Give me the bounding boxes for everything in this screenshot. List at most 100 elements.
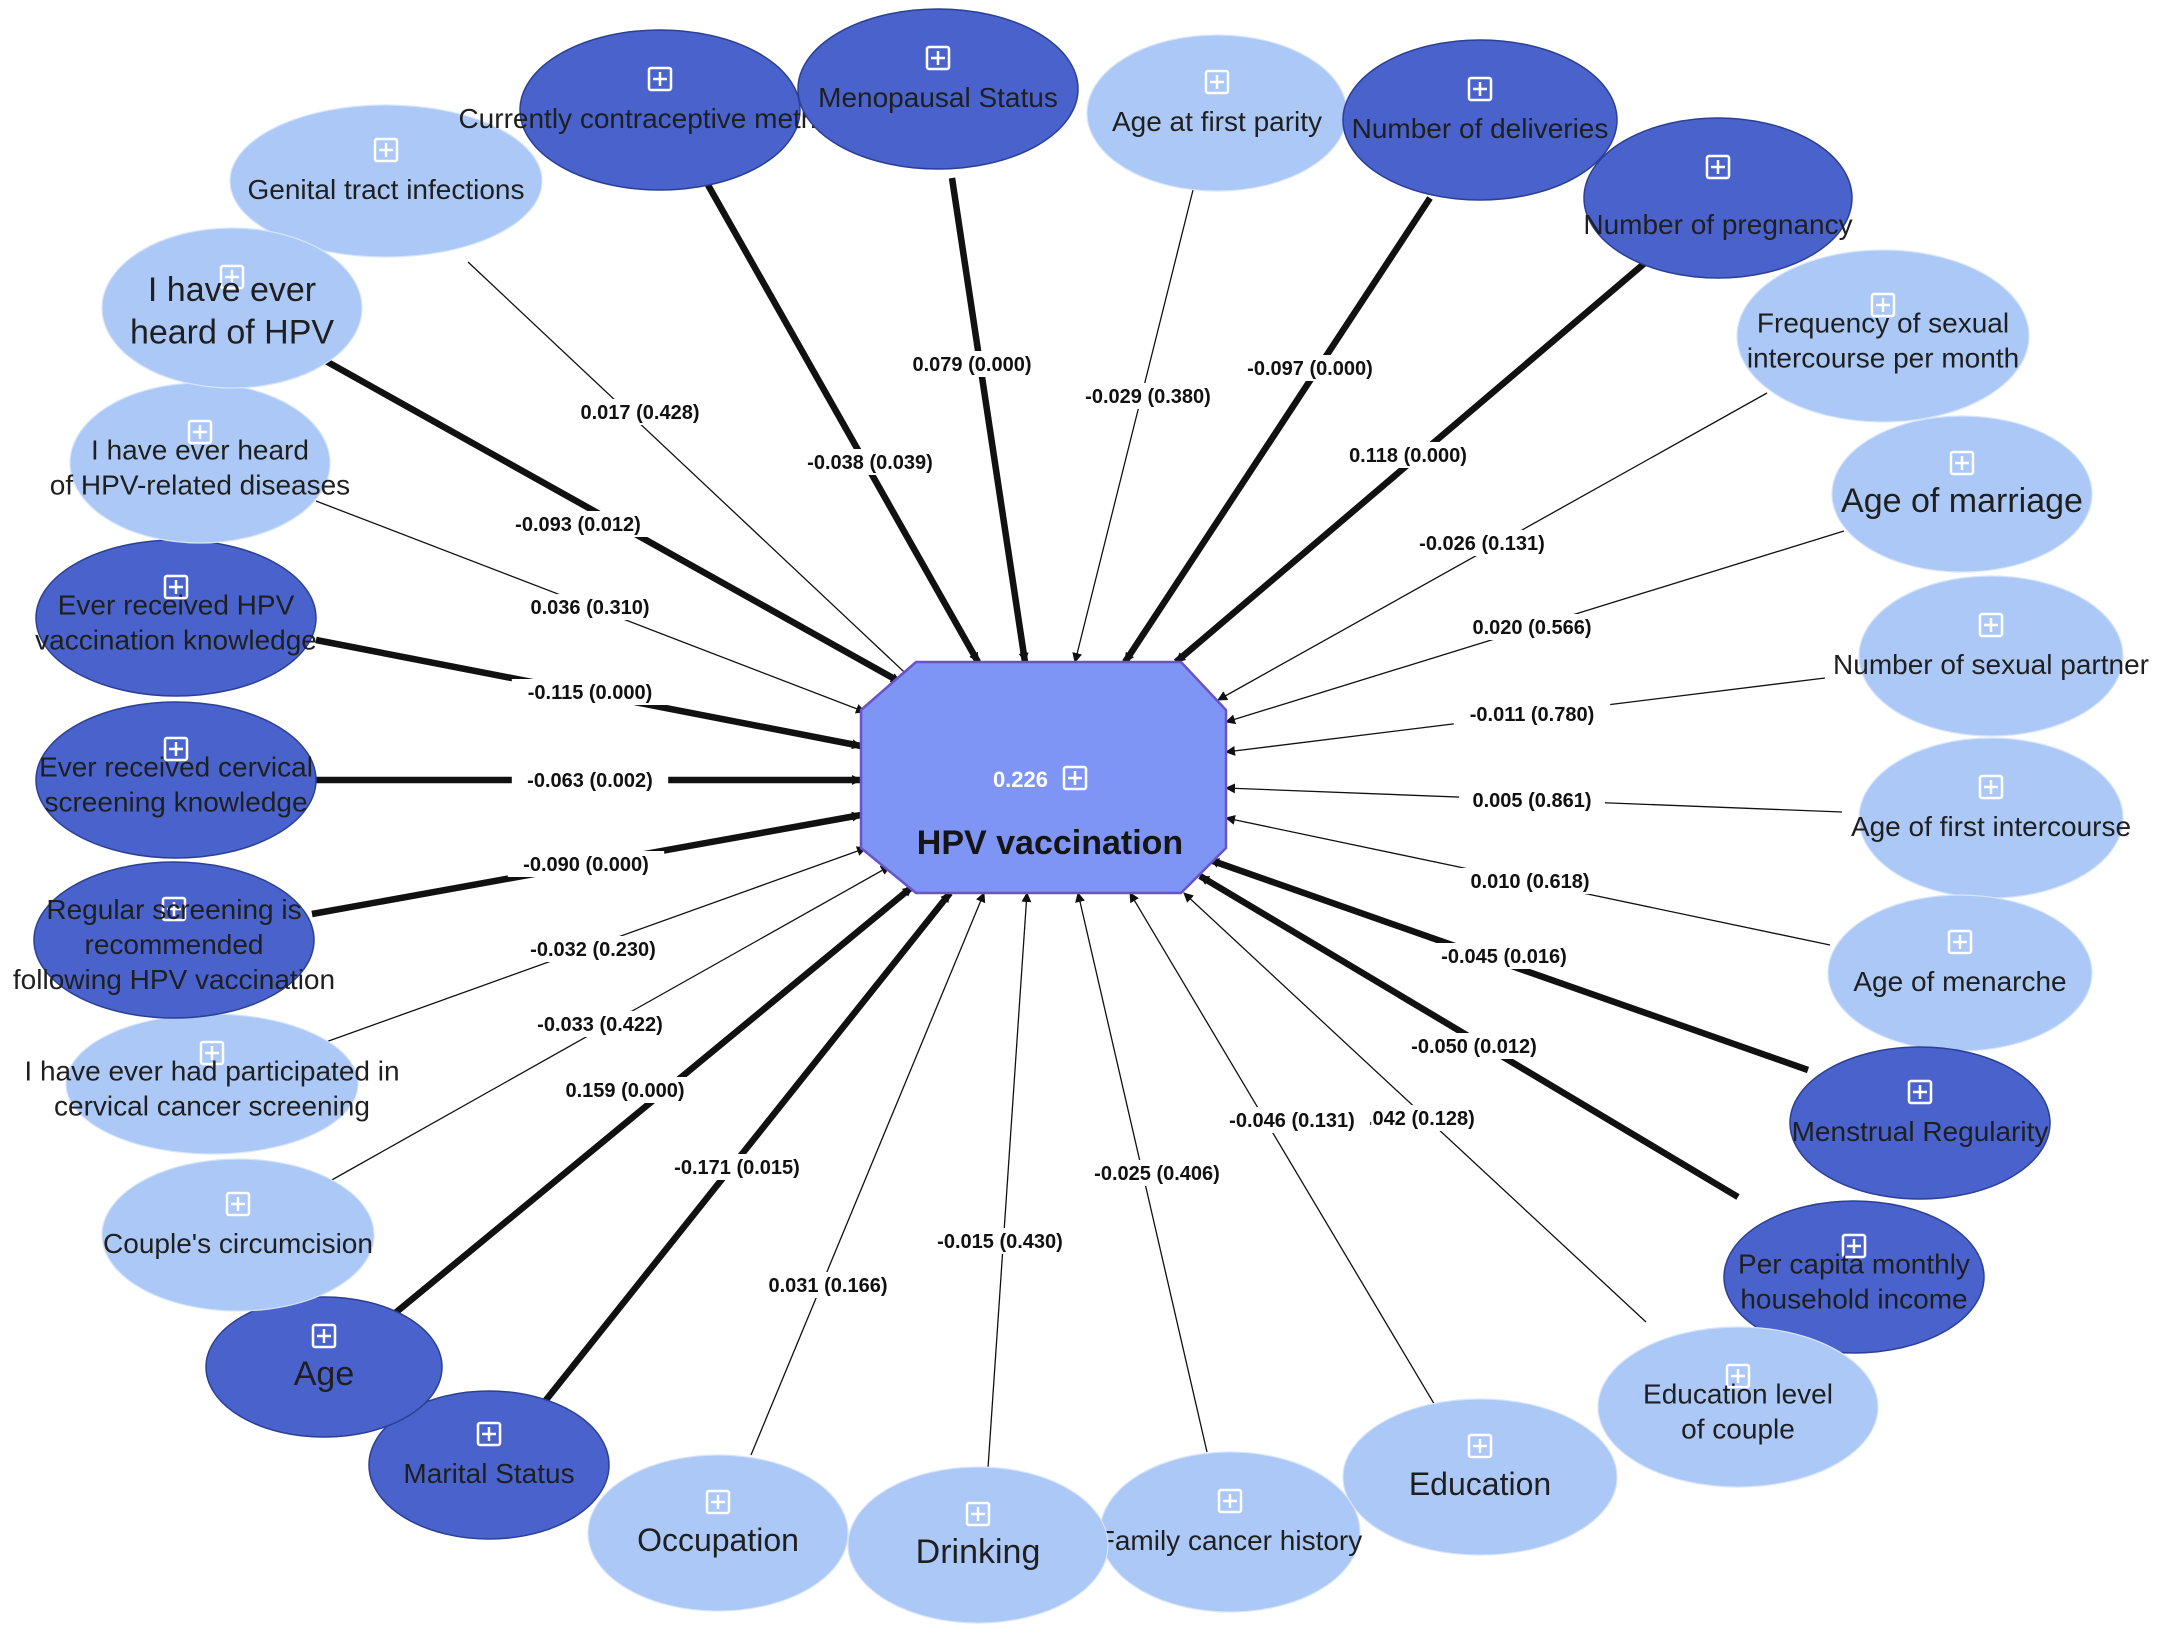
- node-label-line: Family cancer history: [1098, 1525, 1363, 1556]
- edge-coefficient-occupation: 0.031 (0.166): [769, 1275, 888, 1297]
- edge-coefficient-regular-screening-recommended: -0.090 (0.000): [523, 854, 649, 876]
- node-education[interactable]: Education: [1342, 1398, 1618, 1556]
- edge-label-background: [1395, 1033, 1553, 1059]
- expand-icon[interactable]: [1725, 1363, 1751, 1389]
- node-label-line: I have ever heard: [91, 435, 309, 466]
- edge-label-background: [1078, 1160, 1236, 1186]
- edge-coefficient-age-of-marriage: 0.020 (0.566): [1473, 617, 1592, 639]
- expand-icon[interactable]: [1705, 154, 1731, 180]
- expand-icon[interactable]: [163, 574, 189, 600]
- node-menstrual-regularity[interactable]: Menstrual Regularity: [1789, 1046, 2051, 1200]
- outcome-node-hpv-vaccination[interactable]: 0.226 HPV vaccination: [859, 660, 1228, 895]
- edge-label-background: [507, 851, 665, 877]
- expand-icon[interactable]: [373, 137, 399, 163]
- node-label-line: Menopausal Status: [818, 82, 1058, 113]
- edge-label-number-of-deliveries: -0.097 (0.000): [1231, 355, 1389, 381]
- node-regular-screening-recommended[interactable]: Regular screening isrecommendedfollowing…: [13, 861, 335, 1019]
- expand-icon[interactable]: [1467, 76, 1493, 102]
- expand-icon[interactable]: [1978, 774, 2004, 800]
- node-genital-tract-infections[interactable]: Genital tract infections: [229, 104, 543, 258]
- node-age[interactable]: Age: [205, 1296, 443, 1438]
- node-participated-in-cervical-cancer-screening[interactable]: I have ever had participated incervical …: [24, 1013, 400, 1155]
- expand-icon[interactable]: [199, 1040, 225, 1066]
- edge-label-background: [1069, 383, 1227, 409]
- node-label-line: vaccination knowledge: [35, 625, 317, 656]
- expand-icon[interactable]: [163, 736, 189, 762]
- edge-label-heard-of-hpv-related-diseases: 0.036 (0.310): [517, 594, 663, 620]
- expand-icon[interactable]: [219, 264, 245, 290]
- node-age-at-first-parity[interactable]: Age at first parity: [1086, 34, 1348, 192]
- node-occupation[interactable]: Occupation: [587, 1454, 849, 1612]
- node-label-line: of HPV-related diseases: [50, 470, 350, 501]
- expand-icon[interactable]: [925, 45, 951, 71]
- expand-icon[interactable]: [1204, 69, 1230, 95]
- node-number-of-sexual-partner[interactable]: Number of sexual partner: [1833, 575, 2149, 737]
- node-shape: [1736, 249, 2030, 423]
- node-shape: [229, 104, 543, 258]
- expand-icon[interactable]: [1949, 450, 1975, 476]
- edge-label-background: [499, 511, 657, 537]
- expand-icon[interactable]: [1062, 765, 1088, 791]
- node-label-line: Menstrual Regularity: [1792, 1116, 2049, 1147]
- node-number-of-deliveries[interactable]: Number of deliveries: [1342, 39, 1618, 201]
- node-shape: [1597, 1326, 1879, 1488]
- expand-icon[interactable]: [476, 1421, 502, 1447]
- node-label-line: Age: [294, 1355, 355, 1393]
- node-marital-status[interactable]: Marital Status: [368, 1390, 610, 1540]
- node-heard-of-hpv-related-diseases[interactable]: I have ever heard of HPV-related diseases: [50, 382, 350, 544]
- expand-icon[interactable]: [1870, 292, 1896, 318]
- node-age-of-marriage[interactable]: Age of marriage: [1831, 415, 2093, 573]
- expand-icon[interactable]: [1217, 1488, 1243, 1514]
- node-label-line: Age of first intercourse: [1851, 811, 2131, 842]
- expand-icon[interactable]: [1947, 929, 1973, 955]
- expand-icon[interactable]: [187, 419, 213, 445]
- node-label-line: Regular screening is: [46, 894, 301, 925]
- edge-coefficient-age-at-first-parity: -0.029 (0.380): [1085, 386, 1211, 408]
- expand-icon[interactable]: [1841, 1233, 1867, 1259]
- edge-label-background: [521, 1011, 679, 1037]
- edge-label-couples-circumcision: -0.033 (0.422): [521, 1011, 679, 1037]
- edge-coefficient-number-of-sexual-partner: -0.011 (0.780): [1470, 704, 1595, 726]
- expand-icon[interactable]: [965, 1501, 991, 1527]
- node-number-of-pregnancy[interactable]: Number of pregnancy: [1583, 117, 1853, 279]
- node-couples-circumcision[interactable]: Couple's circumcision: [101, 1158, 375, 1312]
- node-label-line: following HPV vaccination: [13, 964, 335, 995]
- edge-label-education: -0.046 (0.131): [1213, 1107, 1371, 1133]
- node-label-line: intercourse per month: [1747, 343, 2019, 374]
- edge-label-background: [514, 936, 672, 962]
- edge-label-currently-contraceptive-methods: -0.038 (0.039): [791, 449, 949, 475]
- edge-label-marital-status: -0.171 (0.015): [658, 1154, 816, 1180]
- node-menopausal-status[interactable]: Menopausal Status: [797, 8, 1079, 170]
- expand-icon[interactable]: [647, 66, 673, 92]
- edge-label-age-of-marriage: 0.020 (0.566): [1459, 614, 1605, 640]
- edge-coefficient-couples-circumcision: -0.033 (0.422): [537, 1014, 663, 1036]
- expand-icon[interactable]: [225, 1191, 251, 1217]
- expand-icon[interactable]: [1467, 1433, 1493, 1459]
- node-drinking[interactable]: Drinking: [847, 1466, 1109, 1624]
- expand-icon[interactable]: [1907, 1079, 1933, 1105]
- node-age-of-menarche[interactable]: Age of menarche: [1827, 894, 2093, 1052]
- edge-occupation: [750, 892, 986, 1456]
- expand-icon[interactable]: [311, 1323, 337, 1349]
- node-label-line: heard of HPV: [130, 313, 334, 351]
- edge-coefficient-drinking: -0.015 (0.430): [937, 1231, 1063, 1253]
- expand-icon[interactable]: [161, 896, 187, 922]
- edge-coefficient-heard-of-hpv: -0.093 (0.012): [515, 514, 641, 536]
- node-label-line: Age of marriage: [1841, 482, 2083, 520]
- node-label-line: Marital Status: [403, 1458, 574, 1489]
- node-currently-contraceptive-methods[interactable]: Currently contraceptive methods: [458, 29, 862, 191]
- expand-icon[interactable]: [1978, 612, 2004, 638]
- expand-icon[interactable]: [705, 1489, 731, 1515]
- edge-coefficient-marital-status: -0.171 (0.015): [674, 1157, 800, 1179]
- node-family-cancer-history[interactable]: Family cancer history: [1098, 1451, 1363, 1613]
- node-age-of-first-intercourse[interactable]: Age of first intercourse: [1851, 737, 2131, 899]
- edge-coefficient-heard-of-hpv-related-diseases: 0.036 (0.310): [531, 597, 650, 619]
